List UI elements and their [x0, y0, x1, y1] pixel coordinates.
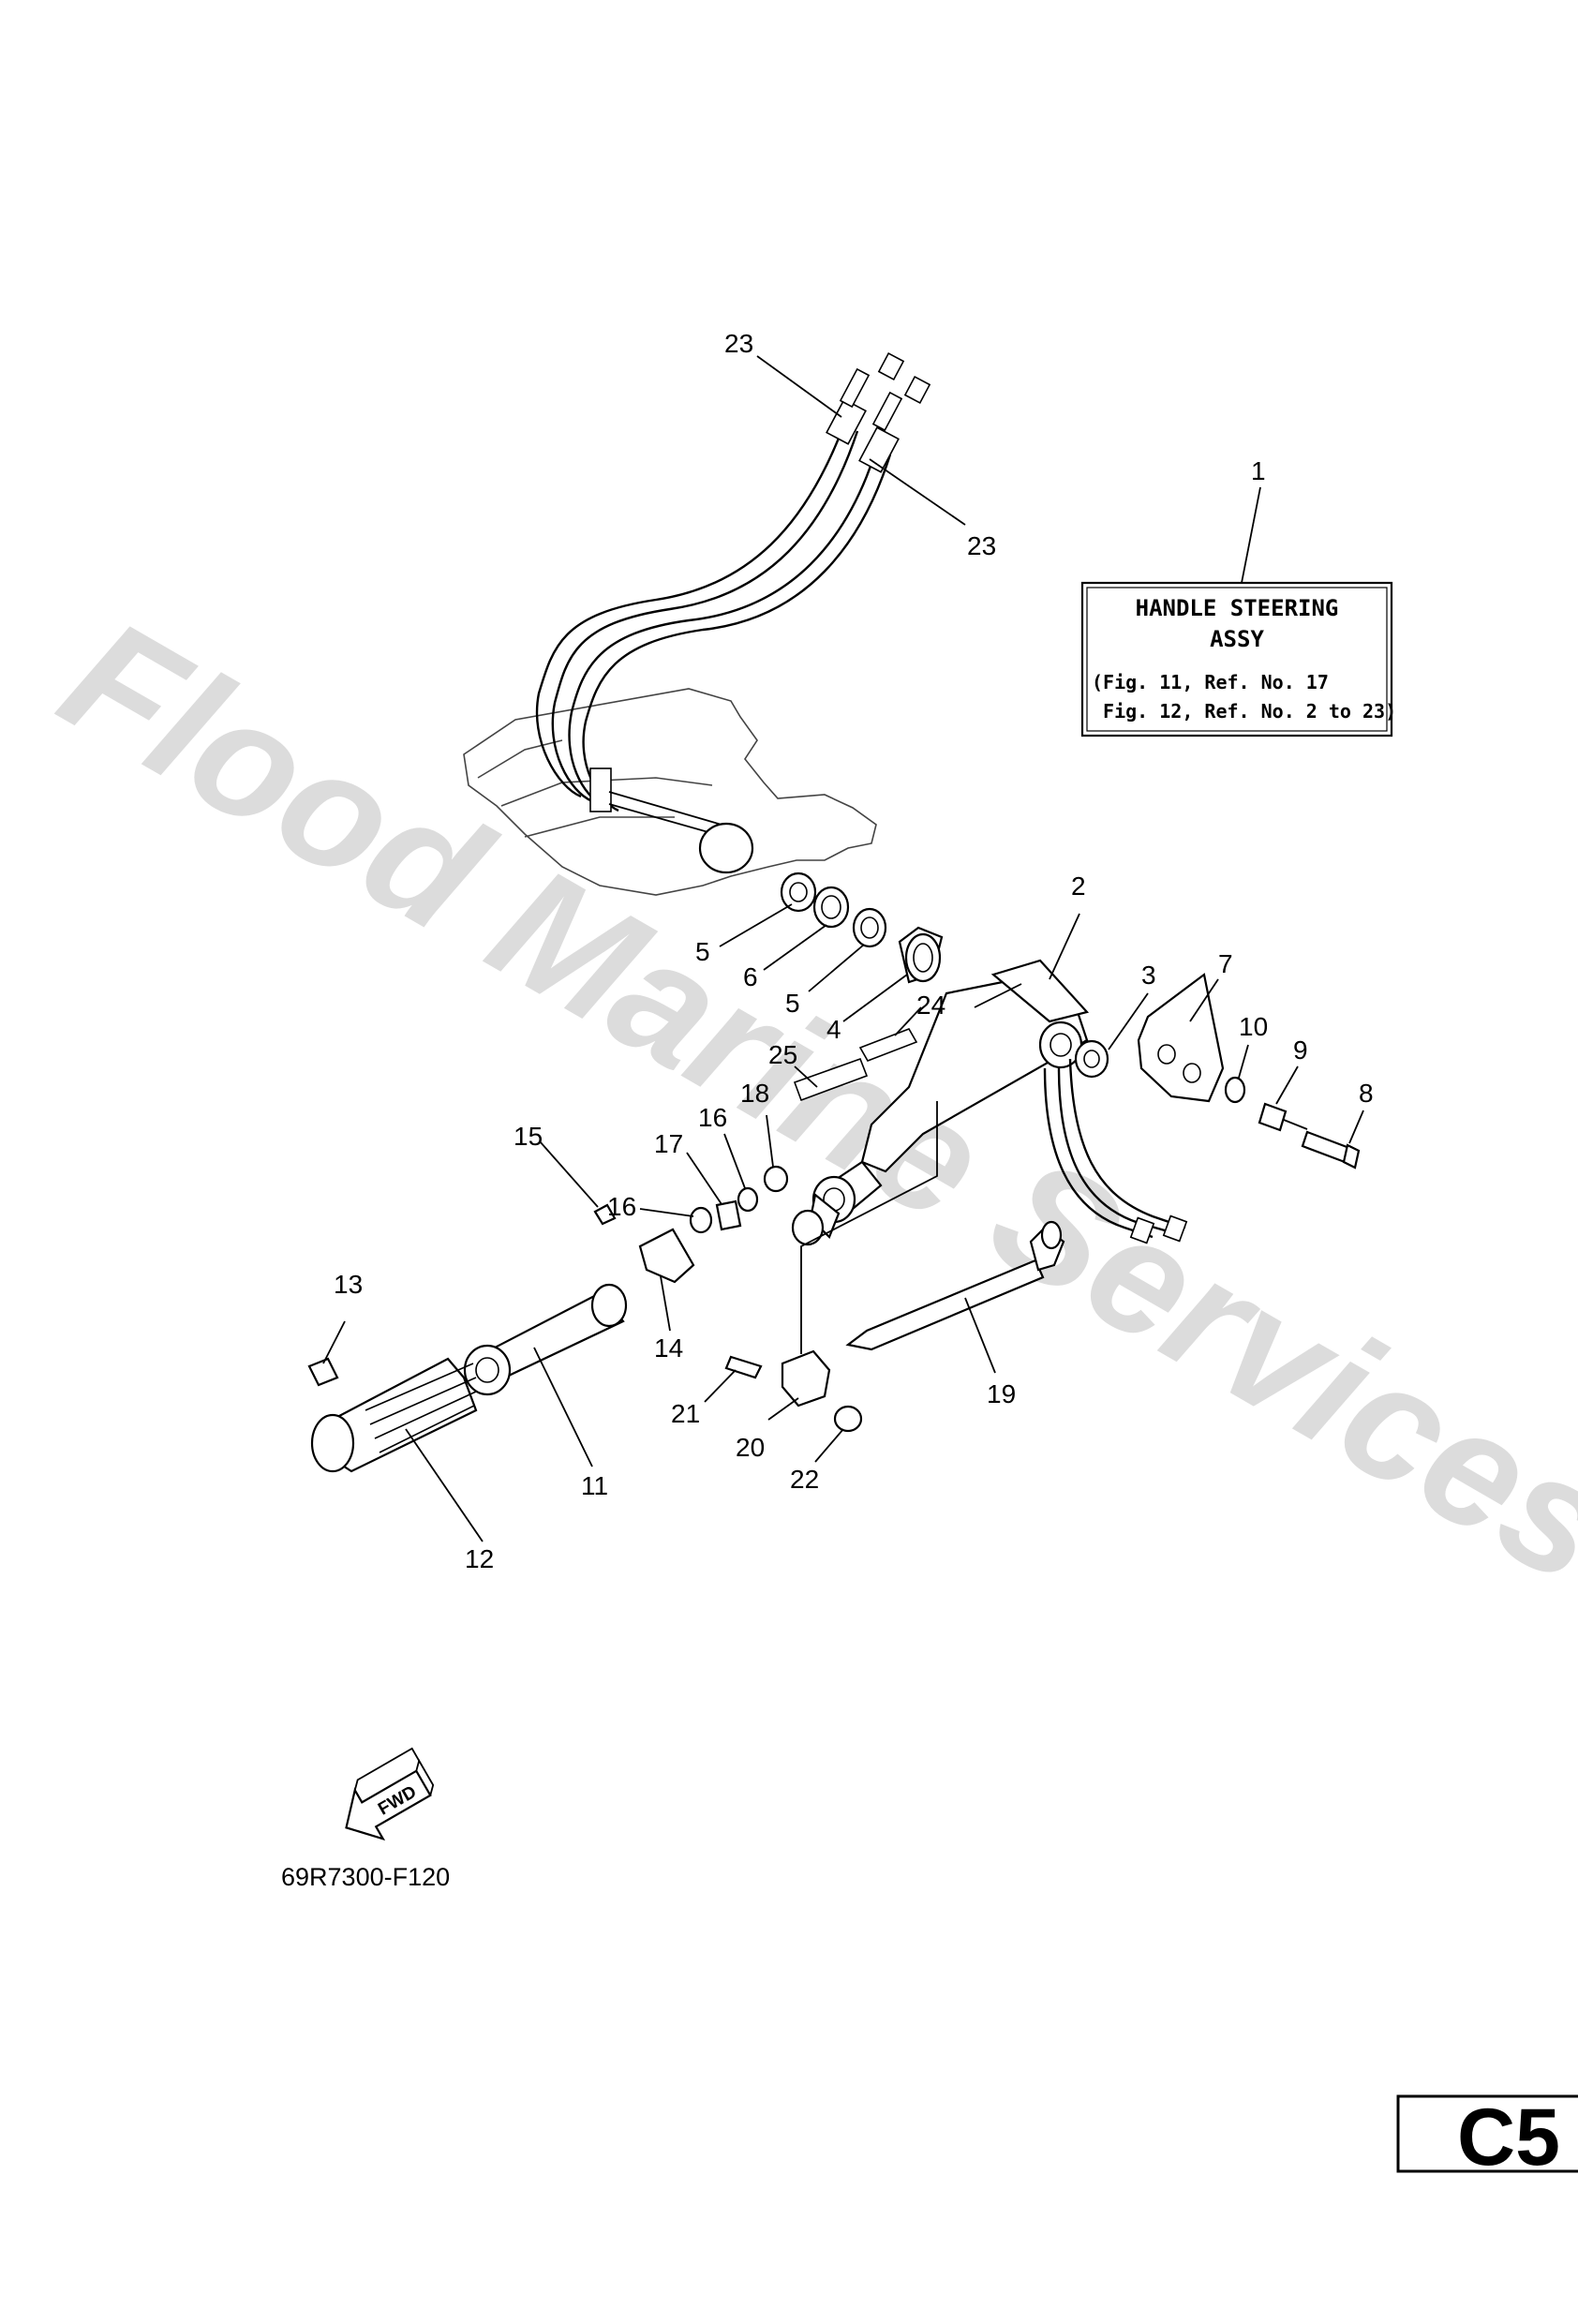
throttle-cable-assembly [535, 351, 931, 837]
spring-17 [715, 1199, 742, 1231]
bracket-7 [1137, 973, 1225, 1103]
bushing-boss [698, 822, 754, 874]
page-tab: C5 [1396, 2093, 1578, 2182]
collar-14 [638, 1228, 695, 1284]
watermark-text: Flood Marine Services [34, 584, 1578, 1618]
bracket-hardware [1074, 973, 1361, 1169]
bolt-9 [1258, 1102, 1288, 1132]
callout-10: 10 [1239, 1012, 1268, 1041]
decals [793, 1028, 918, 1102]
page-tab-label: C5 [1457, 2093, 1560, 2182]
throttle-grip-assembly [307, 1228, 695, 1473]
callout-23-right: 23 [967, 531, 996, 560]
callout-13: 13 [334, 1270, 363, 1299]
screw-13 [307, 1357, 339, 1387]
assembly-note-line1: (Fig. 11, Ref. No. 17 [1092, 671, 1329, 693]
screw-15 [593, 1203, 617, 1226]
callout-5-lower: 5 [785, 989, 800, 1018]
callout-20: 20 [736, 1433, 765, 1462]
fwd-arrow-icon [345, 1769, 432, 1841]
leader-lines [322, 355, 1364, 1542]
callout-21: 21 [671, 1399, 700, 1428]
assembly-title-line1: HANDLE STEERING [1136, 595, 1339, 621]
clamp-20 [781, 1349, 831, 1408]
washer-16-b [737, 1186, 759, 1213]
bolt-8 [1301, 1130, 1351, 1164]
nut-18 [763, 1165, 789, 1193]
assembly-note-line2: Fig. 12, Ref. No. 2 to 23) [1092, 700, 1396, 723]
assembly-info-box: HANDLE STEERING ASSY (Fig. 11, Ref. No. … [1080, 581, 1396, 737]
callout-16-right: 16 [698, 1103, 727, 1132]
callout-1: 1 [1251, 456, 1266, 485]
callout-4: 4 [826, 1015, 841, 1044]
washer-16-a [689, 1206, 713, 1234]
nut-22 [833, 1405, 863, 1433]
callout-11: 11 [581, 1471, 608, 1500]
callout-7: 7 [1218, 949, 1233, 978]
bushing-stack [698, 822, 944, 984]
decal-25 [793, 1057, 869, 1102]
callout-18: 18 [740, 1079, 769, 1108]
callout-8: 8 [1359, 1079, 1374, 1108]
callout-25: 25 [768, 1040, 797, 1069]
callout-14: 14 [654, 1333, 683, 1363]
bolt-21 [724, 1355, 763, 1379]
callout-6: 6 [743, 962, 758, 991]
callout-2: 2 [1071, 872, 1086, 901]
callout-23-top: 23 [724, 329, 753, 358]
callout-12: 12 [465, 1544, 494, 1573]
decal-24 [858, 1028, 918, 1062]
steering-handle-arm [791, 959, 1188, 1246]
clamp-hardware [724, 1349, 863, 1433]
callout-19: 19 [987, 1379, 1016, 1408]
callout-3: 3 [1141, 961, 1156, 990]
washer-10 [1224, 1076, 1246, 1104]
assembly-title-line2: ASSY [1210, 626, 1264, 652]
callout-9: 9 [1293, 1035, 1308, 1065]
callout-16-left: 16 [607, 1192, 636, 1221]
figure-code: 69R7300-F120 [281, 1863, 450, 1891]
callout-5-upper: 5 [695, 937, 710, 966]
callout-24: 24 [916, 991, 945, 1020]
callout-22: 22 [790, 1465, 819, 1494]
throttle-friction-parts [593, 1165, 789, 1234]
friction-rod-19 [845, 1220, 1065, 1351]
forward-direction-arrow: FWD [345, 1747, 435, 1841]
callout-17: 17 [654, 1129, 683, 1158]
callout-numbers: 23 23 1 2 3 4 5 5 6 7 8 9 10 11 12 13 14… [334, 329, 1374, 1573]
callout-15: 15 [514, 1122, 543, 1151]
